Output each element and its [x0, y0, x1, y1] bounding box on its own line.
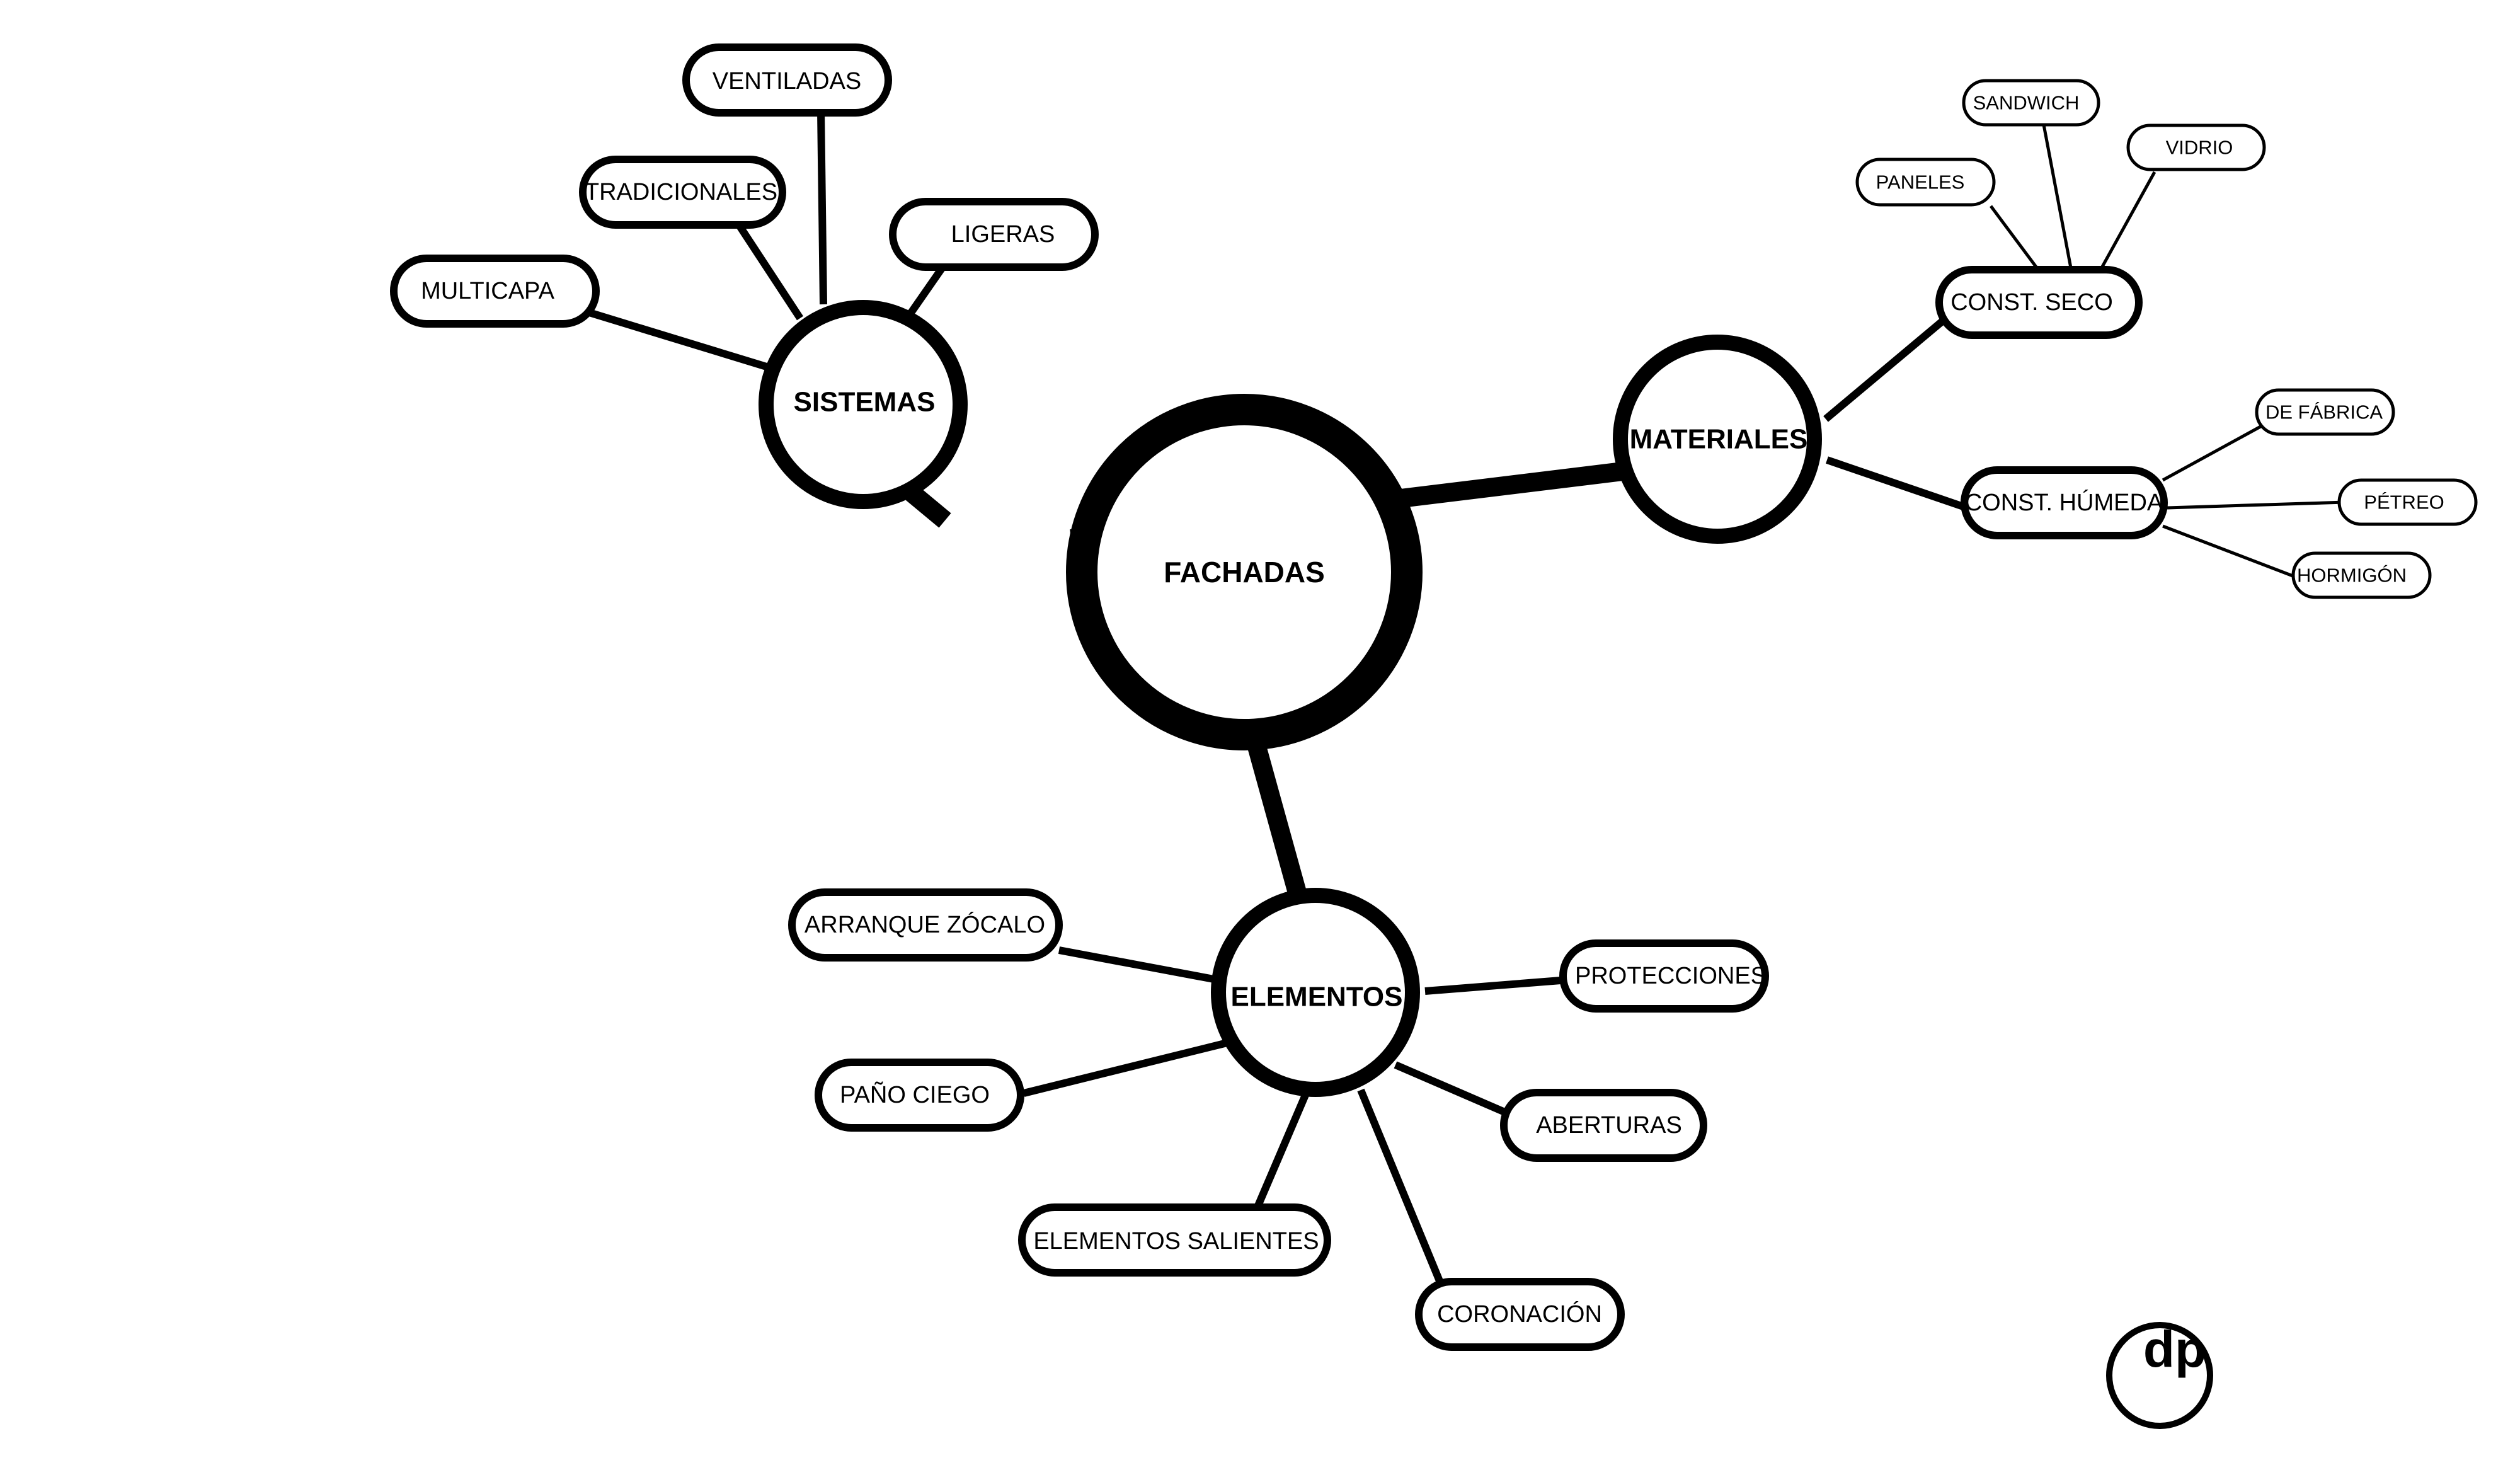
arranque-zocalo-label: ARRANQUE ZÓCALO [805, 911, 1045, 938]
paneles-label: PANELES [1876, 171, 1965, 193]
edge-elementos-protecciones [1424, 976, 1569, 995]
sistemas-circle [759, 300, 968, 509]
edge-elementos-aberturas [1394, 1061, 1514, 1119]
edge-sistemas-ligeras [904, 264, 946, 321]
de-fabrica-pill [2255, 388, 2395, 436]
edge-sistemas-ventiladas [817, 110, 827, 305]
edge-elementos-salientes [1253, 1093, 1309, 1210]
elementos-salientes-label: ELEMENTOS SALIENTES [1033, 1228, 1319, 1255]
edge-humeda-petreo [2167, 500, 2346, 510]
materiales-label: MATERIALES [1630, 424, 1808, 455]
elementos-label: ELEMENTOS [1230, 982, 1402, 1013]
vidrio-pill [2126, 123, 2266, 171]
const-humeda-pill [1961, 466, 2168, 539]
elementos-salientes-pill [1018, 1203, 1331, 1277]
edge-humeda-hormigon [2162, 524, 2303, 582]
node-const-seco: CONST. SECO [1935, 266, 2143, 339]
materiales-circle [1613, 335, 1822, 544]
const-humeda-label: CONST. HÚMEDA [1965, 489, 2163, 516]
multicapa-label: MULTICAPA [421, 278, 554, 304]
edge-seco-sandwich [2042, 124, 2073, 268]
node-tradicionales: TRADICIONALES [579, 156, 786, 229]
edge-seco-vidrio [2100, 171, 2156, 269]
arranque-zocalo-pill [788, 888, 1063, 962]
edge-elementos-coronacion [1357, 1088, 1446, 1290]
node-sistemas: SISTEMAS [759, 300, 968, 509]
ligeras-pill [889, 198, 1099, 271]
node-vidrio: VIDRIO [2126, 123, 2266, 171]
node-arranque-zocalo: ARRANQUE ZÓCALO [788, 888, 1063, 962]
edge-materiales-const-seco [1823, 314, 1949, 422]
coronacion-pill [1415, 1278, 1625, 1351]
de-fabrica-label: DE FÁBRICA [2265, 401, 2383, 423]
sandwich-pill [1962, 79, 2100, 127]
node-multicapa: MULTICAPA [390, 255, 600, 328]
node-elementos: ELEMENTOS [1211, 888, 1420, 1097]
petreo-label: PÉTREO [2364, 491, 2444, 514]
node-fachadas: FACHADAS [1066, 394, 1423, 750]
pano-ciego-label: PAÑO CIEGO [840, 1081, 990, 1108]
node-const-humeda: CONST. HÚMEDA [1961, 466, 2168, 539]
node-de-fabrica: DE FÁBRICA [2255, 388, 2395, 436]
edge-materiales-const-humeda [1826, 456, 1972, 513]
edge-elementos-arranque [1058, 946, 1228, 985]
multicapa-pill [390, 255, 600, 328]
node-ventiladas: VENTILADAS [682, 43, 892, 117]
node-elementos-salientes: ELEMENTOS SALIENTES [1018, 1203, 1331, 1277]
tradicionales-pill [579, 156, 786, 229]
sandwich-label: SANDWICH [1973, 92, 2080, 114]
center-label: FACHADAS [1164, 556, 1325, 589]
const-seco-pill [1935, 266, 2143, 339]
protecciones-pill [1559, 939, 1769, 1013]
paneles-pill [1855, 158, 1996, 207]
tradicionales-label: TRADICIONALES [585, 179, 777, 205]
pano-ciego-pill [815, 1059, 1024, 1132]
sistemas-label: SISTEMAS [794, 387, 936, 418]
dp-logo: dp [2106, 1321, 2213, 1429]
const-seco-label: CONST. SECO [1950, 289, 2113, 316]
logo-text: dp [2143, 1321, 2206, 1379]
node-petreo: PÉTREO [2337, 478, 2478, 526]
node-ligeras: LIGERAS [889, 198, 1099, 271]
petreo-pill [2337, 478, 2478, 526]
hormigon-label: HORMIGÓN [2297, 565, 2407, 587]
elementos-circle [1211, 888, 1420, 1097]
node-paneles: PANELES [1855, 158, 1996, 207]
edge-sistemas-multicapa [586, 308, 770, 371]
node-protecciones: PROTECCIONES [1559, 939, 1769, 1013]
aberturas-pill [1500, 1089, 1707, 1162]
node-materiales: MATERIALES [1613, 335, 1822, 544]
node-pano-ciego: PAÑO CIEGO [815, 1059, 1024, 1132]
logo-circle [2106, 1322, 2213, 1429]
protecciones-label: PROTECCIONES [1575, 963, 1767, 989]
coronacion-label: CORONACIÓN [1437, 1301, 1602, 1328]
edge-humeda-defabrica [2162, 424, 2263, 482]
edge-sistemas-tradicionales [730, 215, 804, 321]
ventiladas-pill [682, 43, 892, 117]
edge-seco-paneles [1989, 205, 2039, 269]
edge-elementos-panociego [1022, 1037, 1236, 1097]
vidrio-label: VIDRIO [2166, 137, 2233, 159]
center-circle [1066, 394, 1423, 750]
node-sandwich: SANDWICH [1962, 79, 2100, 127]
hormigon-pill [2291, 551, 2432, 599]
ligeras-label: LIGERAS [951, 221, 1055, 248]
node-aberturas: ABERTURAS [1500, 1089, 1707, 1162]
node-hormigon: HORMIGÓN [2291, 551, 2432, 599]
aberturas-label: ABERTURAS [1536, 1112, 1682, 1139]
edge-fachadas-elementos [1247, 744, 1307, 897]
ventiladas-label: VENTILADAS [713, 68, 862, 95]
node-coronacion: CORONACIÓN [1415, 1278, 1625, 1351]
